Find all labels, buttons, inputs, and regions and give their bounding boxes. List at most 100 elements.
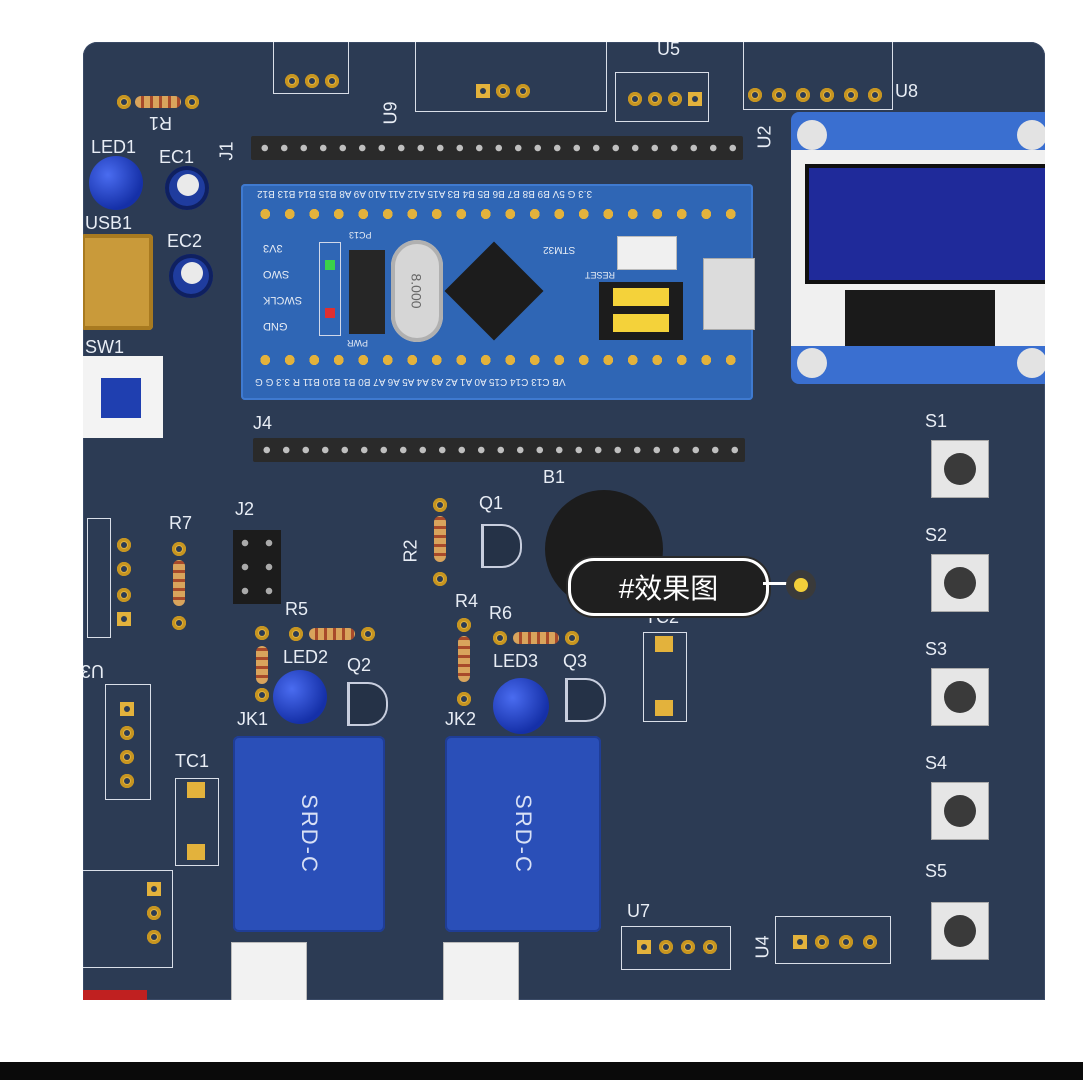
chip-label: STM32 [543,244,576,255]
transistor-q1 [481,524,522,568]
mcu-bottom-pin-labels: VB C13 C14 C15 A0 A1 A2 A3 A4 A5 A6 A7 B… [255,376,566,387]
jumper-cap [613,288,669,306]
reset-label: RESET [585,270,616,280]
pad [117,95,131,109]
led1 [89,156,143,210]
tc1-pad [187,782,205,798]
led-red [325,308,335,318]
pad [433,572,447,586]
mount-hole [797,120,827,150]
pad [493,631,507,645]
ec1-label: EC1 [159,147,195,167]
pad [772,88,786,102]
stm32-blue-pill-board: 3.3 G 5V B9 B8 B7 B6 B5 B4 B3 A15 A12 A1… [241,184,755,400]
u9-label: U9 [380,101,401,125]
b1-label: B1 [543,467,566,487]
pad [120,774,134,788]
pad [796,88,810,102]
pad [637,940,651,954]
u8-module-outline [743,42,893,110]
pad [172,616,186,630]
micro-usb [703,258,755,330]
pad [361,627,375,641]
terminal-connector-1 [231,942,307,1000]
pad [147,882,161,896]
led-green [325,260,335,270]
pad [117,562,131,576]
push-button-s1[interactable] [931,440,989,498]
s2-label: S2 [925,525,948,545]
oled-screen [805,164,1045,284]
sw1-label: SW1 [85,337,125,357]
pad [476,84,490,98]
led2-label: LED2 [283,647,329,667]
header-j4 [253,438,745,462]
pad [516,84,530,98]
resistor-r2 [434,516,446,562]
pwr-label: PWR [347,338,368,348]
pad [748,88,762,102]
pad [844,88,858,102]
pad [147,930,161,944]
s4-label: S4 [925,753,948,773]
switch-sw1 [83,356,163,438]
resistor-r4 [458,636,470,682]
resistor-r7 [173,560,185,606]
j1-label: J1 [216,141,237,161]
red-wire [83,990,147,1000]
push-button-s4[interactable] [931,782,989,840]
pad [820,88,834,102]
pad [120,726,134,740]
relay-jk1: SRD-C [233,736,385,932]
effect-callout-badge: #效果图 [568,558,769,616]
mcu-top-pin-labels: 3.3 G 5V B9 B8 B7 B6 B5 B4 B3 A15 A12 A1… [257,188,593,199]
pad [117,612,131,626]
r2-label: R2 [400,539,421,563]
led1-label: LED1 [91,137,137,157]
u7-label: U7 [627,901,651,921]
pad [325,74,339,88]
pad [839,935,853,949]
q3-label: Q3 [563,651,588,671]
pad [120,702,134,716]
boot-jumpers[interactable] [599,282,683,340]
pad [648,92,662,106]
pad [172,542,186,556]
pad [688,92,702,106]
u3-label: U3 [83,661,105,681]
jk1-label: JK1 [237,709,269,729]
pad [793,935,807,949]
crystal: 8.000 [391,240,443,342]
pad [120,750,134,764]
j4-label: J4 [253,413,273,433]
push-button-s5[interactable] [931,902,989,960]
u3-module-outline [105,684,151,800]
push-button-s2[interactable] [931,554,989,612]
capacitor-tc1-outline [175,778,219,866]
u5-module-outline [615,72,709,122]
callout-dot [786,570,816,600]
led2 [273,670,327,724]
pcb-board: U9 U5 U8 R1 LED1 EC1 USB1 EC2 SW1 J1 3.3… [83,42,1045,1000]
effect-callout-text: #效果图 [618,573,719,604]
pad [457,692,471,706]
resistor-r5 [309,628,355,640]
reset-button[interactable] [617,236,677,270]
ec2-label: EC2 [167,231,203,251]
regulator-chip [349,250,385,334]
push-button-s3[interactable] [931,668,989,726]
resistor-r6 [513,632,559,644]
pc13-label: PC13 [349,230,372,240]
pad [305,74,319,88]
callout-connector [763,582,789,585]
pad [659,940,673,954]
mount-hole [797,348,827,378]
swd-pin-swo: SWO [263,268,290,280]
swd-pin-swclk: SWCLK [263,294,303,306]
pad [289,627,303,641]
swd-pin-3v3: 3V3 [263,242,283,254]
pad [117,538,131,552]
u4-module-outline [775,916,891,964]
r6-label: R6 [489,603,513,623]
pad [868,88,882,102]
